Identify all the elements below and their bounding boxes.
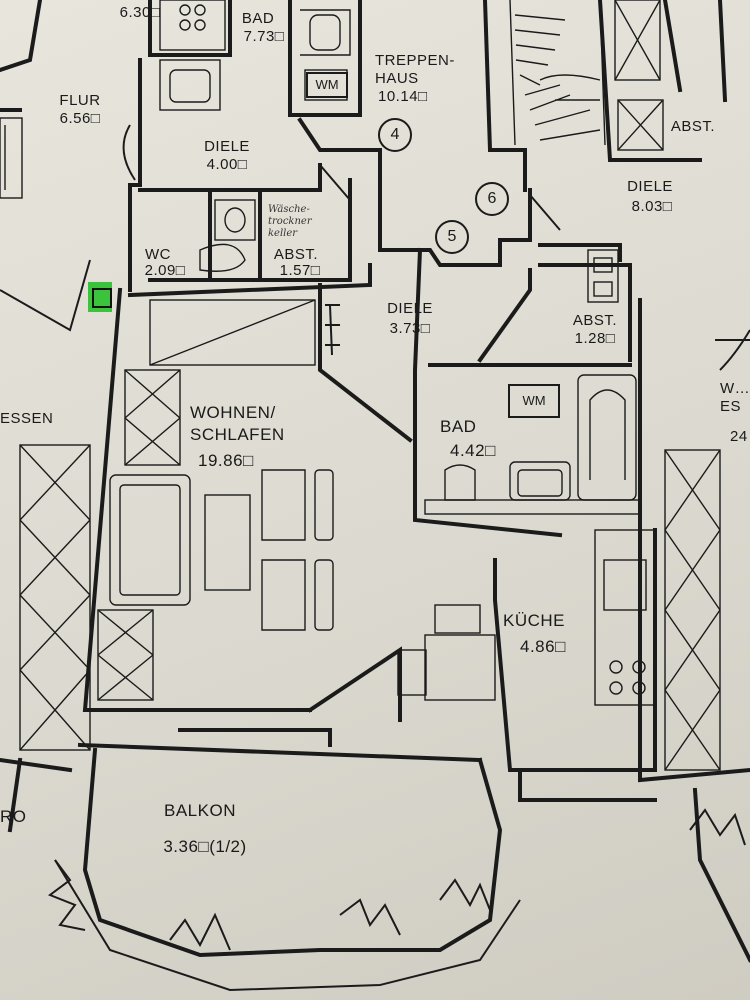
wc-fixtures xyxy=(199,199,256,272)
room-area-flur: 6.56□ xyxy=(59,110,101,127)
wall xyxy=(138,163,322,192)
room-area-balkon: 3.36□(1/2) xyxy=(163,837,247,856)
room-area-wohnen: 19.86□ xyxy=(198,451,254,470)
room-label-abst-mid: ABST. xyxy=(572,312,618,329)
wall xyxy=(518,768,657,802)
coat-rack xyxy=(325,304,340,356)
built-in-wardrobe xyxy=(149,299,316,366)
room-area-wc: 2.09□ xyxy=(144,262,186,279)
wall xyxy=(662,0,683,93)
wall xyxy=(638,298,750,783)
wall xyxy=(538,263,632,362)
room-label-left-edge: RO xyxy=(0,807,27,826)
handwritten-note: Wäsche- trockner keller xyxy=(268,204,312,239)
room-label-right-edge: W… ES xyxy=(720,380,750,415)
wall xyxy=(0,0,43,73)
circle-number-6: 6 xyxy=(475,182,509,216)
door-swing xyxy=(715,329,750,371)
wardrobe-left xyxy=(19,444,91,751)
room-area-kueche: 4.86□ xyxy=(520,637,566,656)
room-area-treppenhaus: 10.14□ xyxy=(378,88,428,105)
wall xyxy=(597,0,702,162)
room-label-flur: FLUR xyxy=(59,92,101,109)
room-area-bad-mid: 4.42□ xyxy=(450,441,496,460)
window xyxy=(178,728,332,747)
room-label-treppenhaus: TREPPEN- HAUS xyxy=(375,52,455,87)
wm-label-mid: WM xyxy=(508,384,560,418)
top-left-fixtures xyxy=(159,0,226,51)
cabinets-wohnen-left xyxy=(97,369,181,701)
room-label-wc: WC xyxy=(145,246,171,263)
door-swing xyxy=(0,259,91,332)
wall xyxy=(297,117,382,152)
wall xyxy=(413,247,563,538)
door-arc xyxy=(122,124,136,181)
shaft xyxy=(587,249,619,303)
room-label-abst-small: ABST. xyxy=(273,246,319,263)
room-area-right-edge: 24 xyxy=(730,428,748,445)
plants xyxy=(47,808,746,951)
wardrobe-right xyxy=(664,449,721,771)
wm-label-top: WM xyxy=(306,72,348,98)
room-label-bad-mid: BAD xyxy=(440,417,477,436)
wall xyxy=(0,757,73,773)
wardrobe-top-right xyxy=(614,0,664,151)
circle-number-4: 4 xyxy=(378,118,412,152)
wall xyxy=(378,148,532,267)
room-label-abst-top-right: ABST. xyxy=(670,118,716,135)
wall-wohnen xyxy=(127,263,372,298)
room-label-diele-mid: DIELE xyxy=(387,300,433,317)
wall xyxy=(7,757,23,833)
marker-icon xyxy=(92,288,112,308)
wall xyxy=(148,0,232,57)
wall xyxy=(318,283,413,443)
dining-table xyxy=(204,469,334,631)
wall xyxy=(128,58,142,187)
room-label-bad-top: BAD xyxy=(241,10,275,27)
kitchen-counter xyxy=(594,529,656,706)
room-label-diele-upper: DIELE xyxy=(204,138,250,155)
room-area-top-left: 6.30□ xyxy=(119,4,161,21)
room-label-wohnen: WOHNEN/ SCHLAFEN xyxy=(190,403,285,444)
wall-wohnen xyxy=(82,287,312,712)
sofa xyxy=(109,474,191,606)
wall xyxy=(538,243,622,262)
wall xyxy=(288,0,362,117)
room-label-diele-right: DIELE xyxy=(627,178,673,195)
room-label-kueche: KÜCHE xyxy=(503,611,566,630)
wall xyxy=(482,0,527,192)
wall xyxy=(477,268,532,363)
wall xyxy=(692,787,750,963)
cabinet-left xyxy=(0,117,23,199)
room-area-bad-top: 7.73□ xyxy=(243,28,285,45)
wall xyxy=(717,0,728,103)
room-area-diele-mid: 3.73□ xyxy=(389,320,431,337)
room-area-abst-mid: 1.28□ xyxy=(574,330,616,347)
circle-number-5: 5 xyxy=(435,220,469,254)
balcony-outline xyxy=(82,747,503,958)
staircase xyxy=(509,0,606,146)
room-label-balkon: BALKON xyxy=(164,801,236,820)
door-swing xyxy=(319,164,351,201)
room-area-abst-small: 1.57□ xyxy=(279,262,321,279)
balcony-rail xyxy=(77,742,483,763)
room-area-diele-right: 8.03□ xyxy=(631,198,673,215)
room-area-diele-upper: 4.00□ xyxy=(206,156,248,173)
balcony-planters xyxy=(54,859,521,992)
room-label-essen: ESSEN xyxy=(0,410,54,427)
kitchen-table xyxy=(397,604,496,701)
wall xyxy=(307,646,402,722)
door-swing xyxy=(529,194,561,231)
